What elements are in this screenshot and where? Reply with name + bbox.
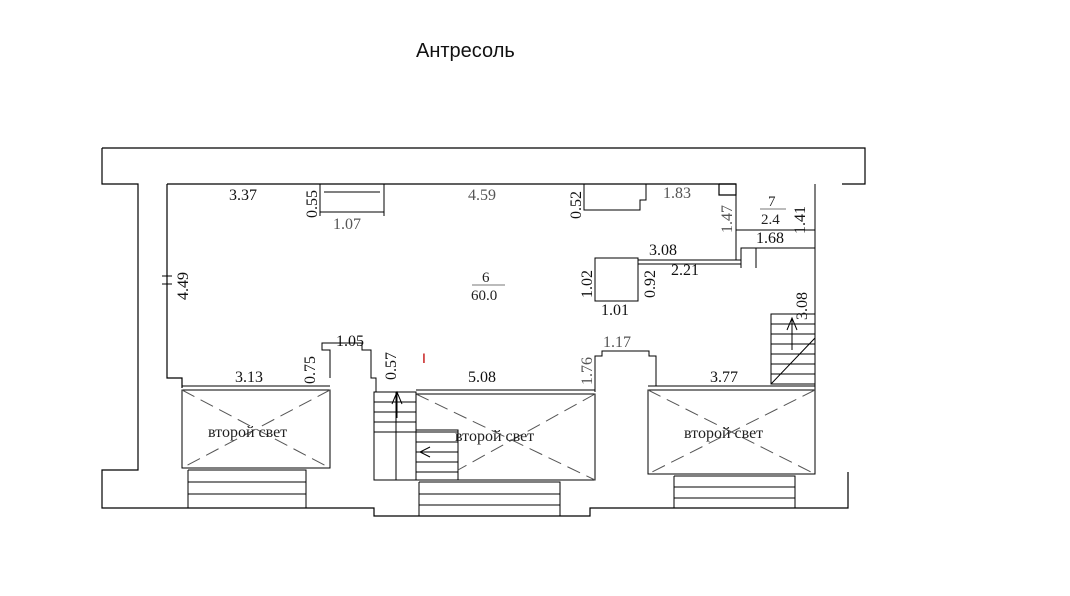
room-7-label: 7 2.4 — [760, 194, 786, 228]
second-light-middle: второй свет — [455, 428, 534, 445]
dim-0-52: 0.52 — [568, 191, 585, 219]
dim-0-55: 0.55 — [304, 190, 321, 218]
dim-1-41: 1.41 — [792, 206, 809, 234]
dim-4-49: 4.49 — [175, 272, 192, 300]
door-mark — [162, 275, 172, 285]
dim-4-59: 4.59 — [468, 187, 496, 204]
steps-bottom — [187, 469, 796, 516]
dim-5-08: 5.08 — [468, 369, 496, 386]
dim-0-57: 0.57 — [383, 352, 400, 380]
void-left — [181, 389, 331, 469]
section-marker: I — [422, 350, 426, 366]
dim-3-13: 3.13 — [235, 369, 263, 386]
room-6-label: 6 60.0 — [471, 270, 505, 304]
niche-left — [319, 184, 385, 216]
niche-right — [583, 184, 647, 211]
dim-0-92: 0.92 — [642, 270, 659, 298]
void-right — [647, 389, 816, 475]
dim-1-07: 1.07 — [333, 216, 361, 233]
dim-1-68: 1.68 — [756, 230, 784, 247]
dim-1-17: 1.17 — [603, 334, 631, 351]
dim-1-05: 1.05 — [336, 333, 364, 350]
dim-1-83: 1.83 — [663, 185, 691, 202]
room-6-number: 6 — [482, 270, 490, 286]
plan-title: Антресоль — [416, 40, 515, 62]
dim-1-02: 1.02 — [579, 270, 596, 298]
room-6-area: 60.0 — [471, 288, 497, 304]
dim-3-08-side: 3.08 — [794, 292, 811, 320]
second-light-left: второй свет — [208, 424, 287, 441]
column — [594, 257, 639, 302]
dim-1-76: 1.76 — [579, 357, 596, 385]
room-7-number: 7 — [768, 194, 776, 210]
stair-middle — [373, 390, 458, 481]
dim-3-37: 3.37 — [229, 187, 257, 204]
dim-1-47: 1.47 — [719, 205, 736, 233]
dim-0-75: 0.75 — [302, 356, 319, 384]
dim-2-21: 2.21 — [671, 262, 699, 279]
stair-right — [770, 313, 816, 385]
dim-3-77: 3.77 — [710, 369, 738, 386]
room-7-area: 2.4 — [761, 212, 780, 228]
second-light-right: второй свет — [684, 425, 763, 442]
dim-3-08-top: 3.08 — [649, 242, 677, 259]
dim-1-01: 1.01 — [601, 302, 629, 319]
